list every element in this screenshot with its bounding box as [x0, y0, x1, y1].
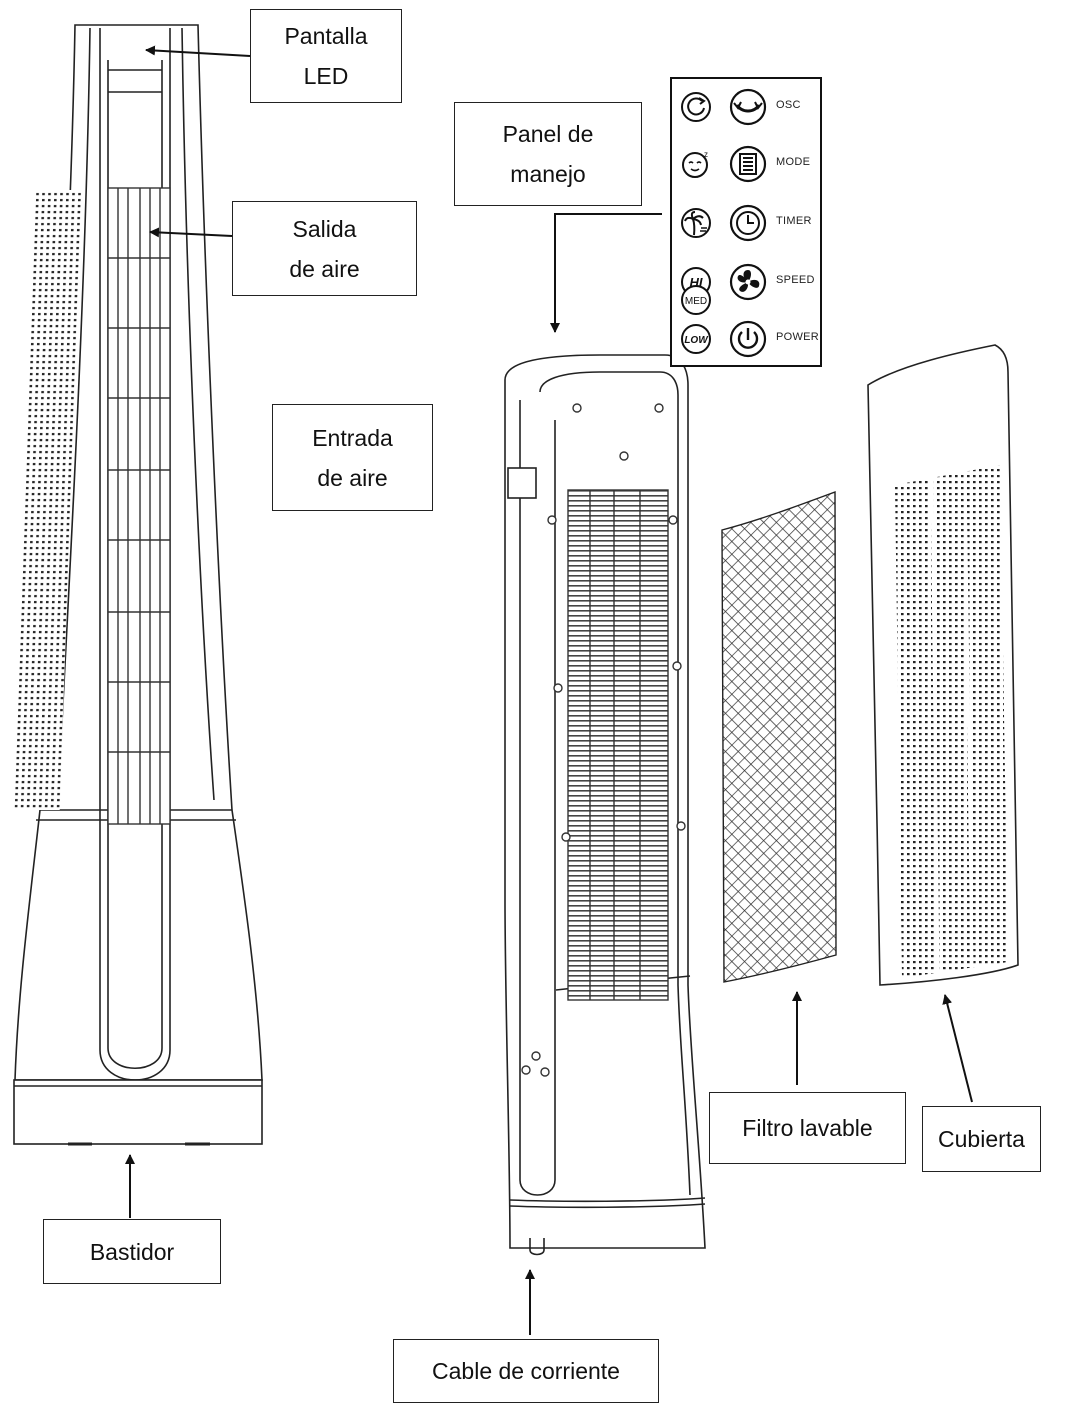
- panel-row-osc: OSC: [680, 87, 818, 127]
- air-outlet-label: Salida de aire: [232, 201, 417, 296]
- front-outlet-grille: [107, 187, 171, 825]
- med-speed-icon: MED: [681, 285, 711, 315]
- base-label: Bastidor: [43, 1219, 221, 1284]
- power-button-label: POWER: [776, 331, 820, 343]
- control-panel-label: Panel de manejo: [454, 102, 642, 206]
- osc-arrow-icon[interactable]: [728, 87, 768, 127]
- filter-mesh-shape: [721, 490, 837, 983]
- oscillation-swing-icon: [681, 92, 711, 122]
- side-inlet-texture: [13, 190, 82, 810]
- osc-button-label: OSC: [776, 99, 801, 111]
- cover-label: Cubierta: [922, 1106, 1041, 1172]
- led-display-label: Pantalla LED: [250, 9, 402, 103]
- air-inlet-label: Entrada de aire: [272, 404, 433, 511]
- power-cord-label: Cable de corriente: [393, 1339, 659, 1403]
- mode-list-icon[interactable]: [728, 144, 768, 184]
- mode-button-label: MODE: [776, 156, 811, 168]
- speed-button-label: SPEED: [776, 274, 815, 286]
- control-panel-inset: OSC z MODE TIMER: [670, 77, 822, 367]
- panel-row-mode: z MODE: [680, 144, 818, 184]
- panel-row-power: LOW POWER: [680, 319, 820, 359]
- low-text: LOW: [684, 335, 709, 346]
- rear-slat-grille: [567, 489, 669, 1001]
- power-icon[interactable]: [728, 319, 768, 359]
- timer-button-label: TIMER: [776, 215, 812, 227]
- cover-shape: [867, 344, 1019, 986]
- timer-clock-icon[interactable]: [728, 203, 768, 243]
- med-text: MED: [685, 296, 707, 307]
- screw-holes: [521, 403, 686, 1077]
- washable-filter-label: Filtro lavable: [709, 1092, 906, 1164]
- fan-blades-icon[interactable]: [728, 262, 768, 302]
- panel-row-timer: TIMER: [680, 203, 818, 243]
- natural-wind-palm-icon: [681, 208, 711, 238]
- svg-text:z: z: [704, 150, 708, 159]
- sleep-mode-icon: z: [682, 150, 708, 178]
- low-speed-icon: LOW: [681, 324, 711, 354]
